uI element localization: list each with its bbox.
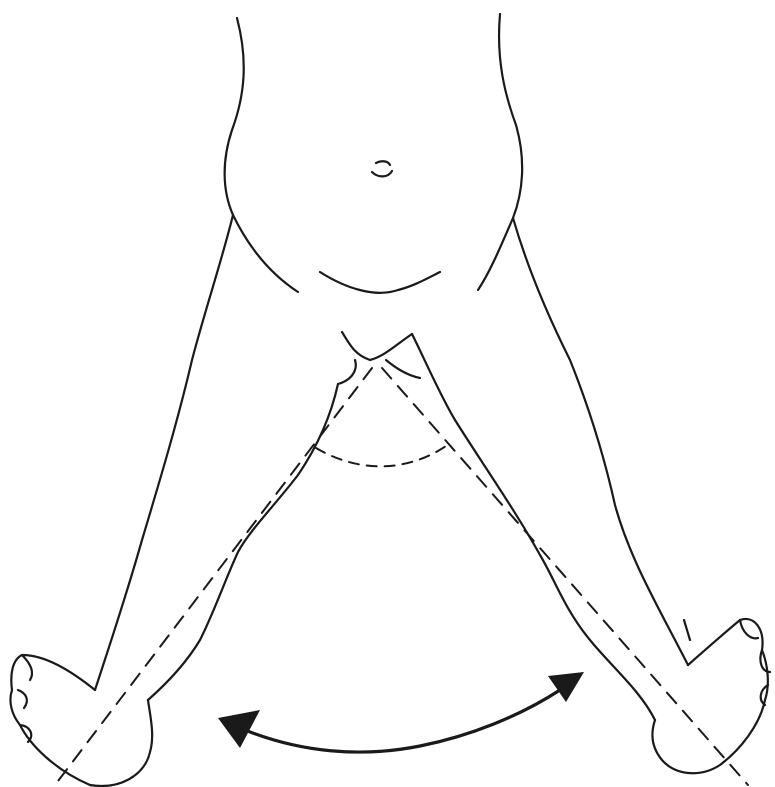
crotch-outline xyxy=(342,332,412,360)
abduction-arrow-head-left xyxy=(218,710,260,748)
left-leg-inner xyxy=(148,384,338,700)
buttock-right xyxy=(386,360,420,378)
left-leg-outer xyxy=(95,215,233,690)
right-leg xyxy=(412,218,770,773)
buttock-left xyxy=(338,360,356,384)
right-ankle-notch xyxy=(684,620,690,640)
right-leg-inner xyxy=(412,334,655,720)
belly-button xyxy=(372,161,392,176)
left-leg xyxy=(10,215,338,786)
pelvis xyxy=(338,332,420,384)
angle-arc xyxy=(316,446,446,466)
torso-left-outline xyxy=(225,18,298,292)
right-leg-outer xyxy=(513,218,688,665)
leg-axis-lines xyxy=(55,368,748,785)
right-leg-axis xyxy=(382,368,748,785)
torso-right-outline xyxy=(478,14,522,290)
torso xyxy=(225,14,523,293)
abduction-arrow-head-right xyxy=(548,672,584,702)
abduction-arrow-shaft xyxy=(245,690,560,752)
abduction-arrow xyxy=(218,672,584,752)
left-leg-axis xyxy=(55,368,372,785)
groin-crease xyxy=(320,272,440,293)
left-toes xyxy=(18,655,32,742)
